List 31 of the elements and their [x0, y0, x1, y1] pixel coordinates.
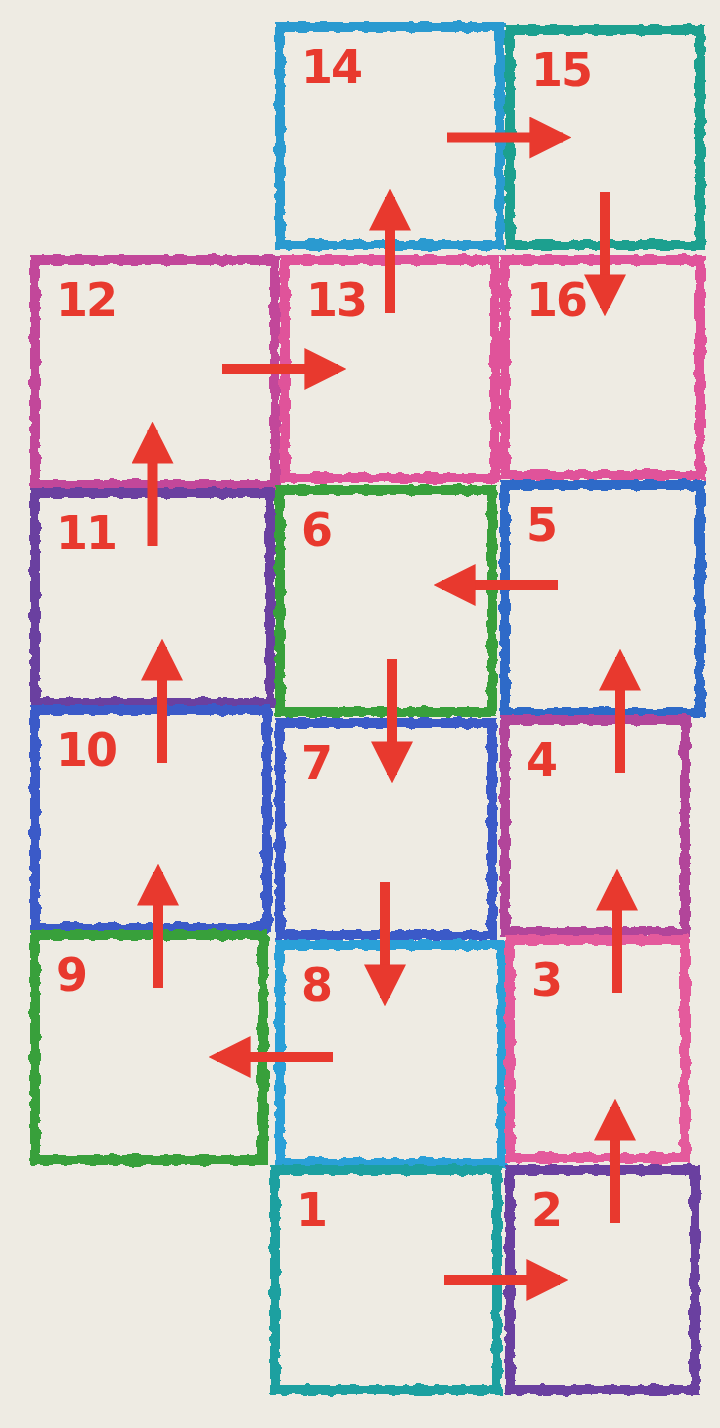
- square-number: 1: [296, 1187, 326, 1233]
- arrow: [447, 116, 572, 159]
- square-number: 9: [56, 952, 86, 998]
- square-number: 2: [531, 1187, 561, 1233]
- arrow: [131, 421, 174, 546]
- square-number: 8: [301, 962, 331, 1008]
- arrow: [364, 882, 406, 1007]
- square-number: 10: [56, 727, 116, 773]
- square-number: 14: [301, 44, 361, 90]
- square-number: 16: [526, 277, 586, 323]
- square-number: 12: [56, 277, 116, 323]
- arrow: [222, 348, 347, 390]
- arrow: [599, 648, 641, 773]
- square-number: 6: [301, 507, 331, 553]
- square-number: 7: [301, 740, 331, 786]
- arrow: [596, 868, 638, 993]
- square-number: 13: [306, 277, 366, 323]
- arrow: [584, 192, 626, 317]
- square-number: 5: [526, 502, 556, 548]
- square-number: 11: [56, 510, 116, 556]
- square-number: 3: [531, 957, 561, 1003]
- arrow: [208, 1036, 333, 1078]
- arrow: [369, 188, 411, 313]
- arrow: [433, 564, 558, 606]
- arrow: [594, 1098, 636, 1223]
- arrow: [141, 638, 183, 763]
- arrow: [137, 863, 179, 988]
- arrow: [444, 1259, 569, 1301]
- arrow: [371, 659, 413, 784]
- square-number: 4: [526, 737, 556, 783]
- square-number: 15: [531, 47, 591, 93]
